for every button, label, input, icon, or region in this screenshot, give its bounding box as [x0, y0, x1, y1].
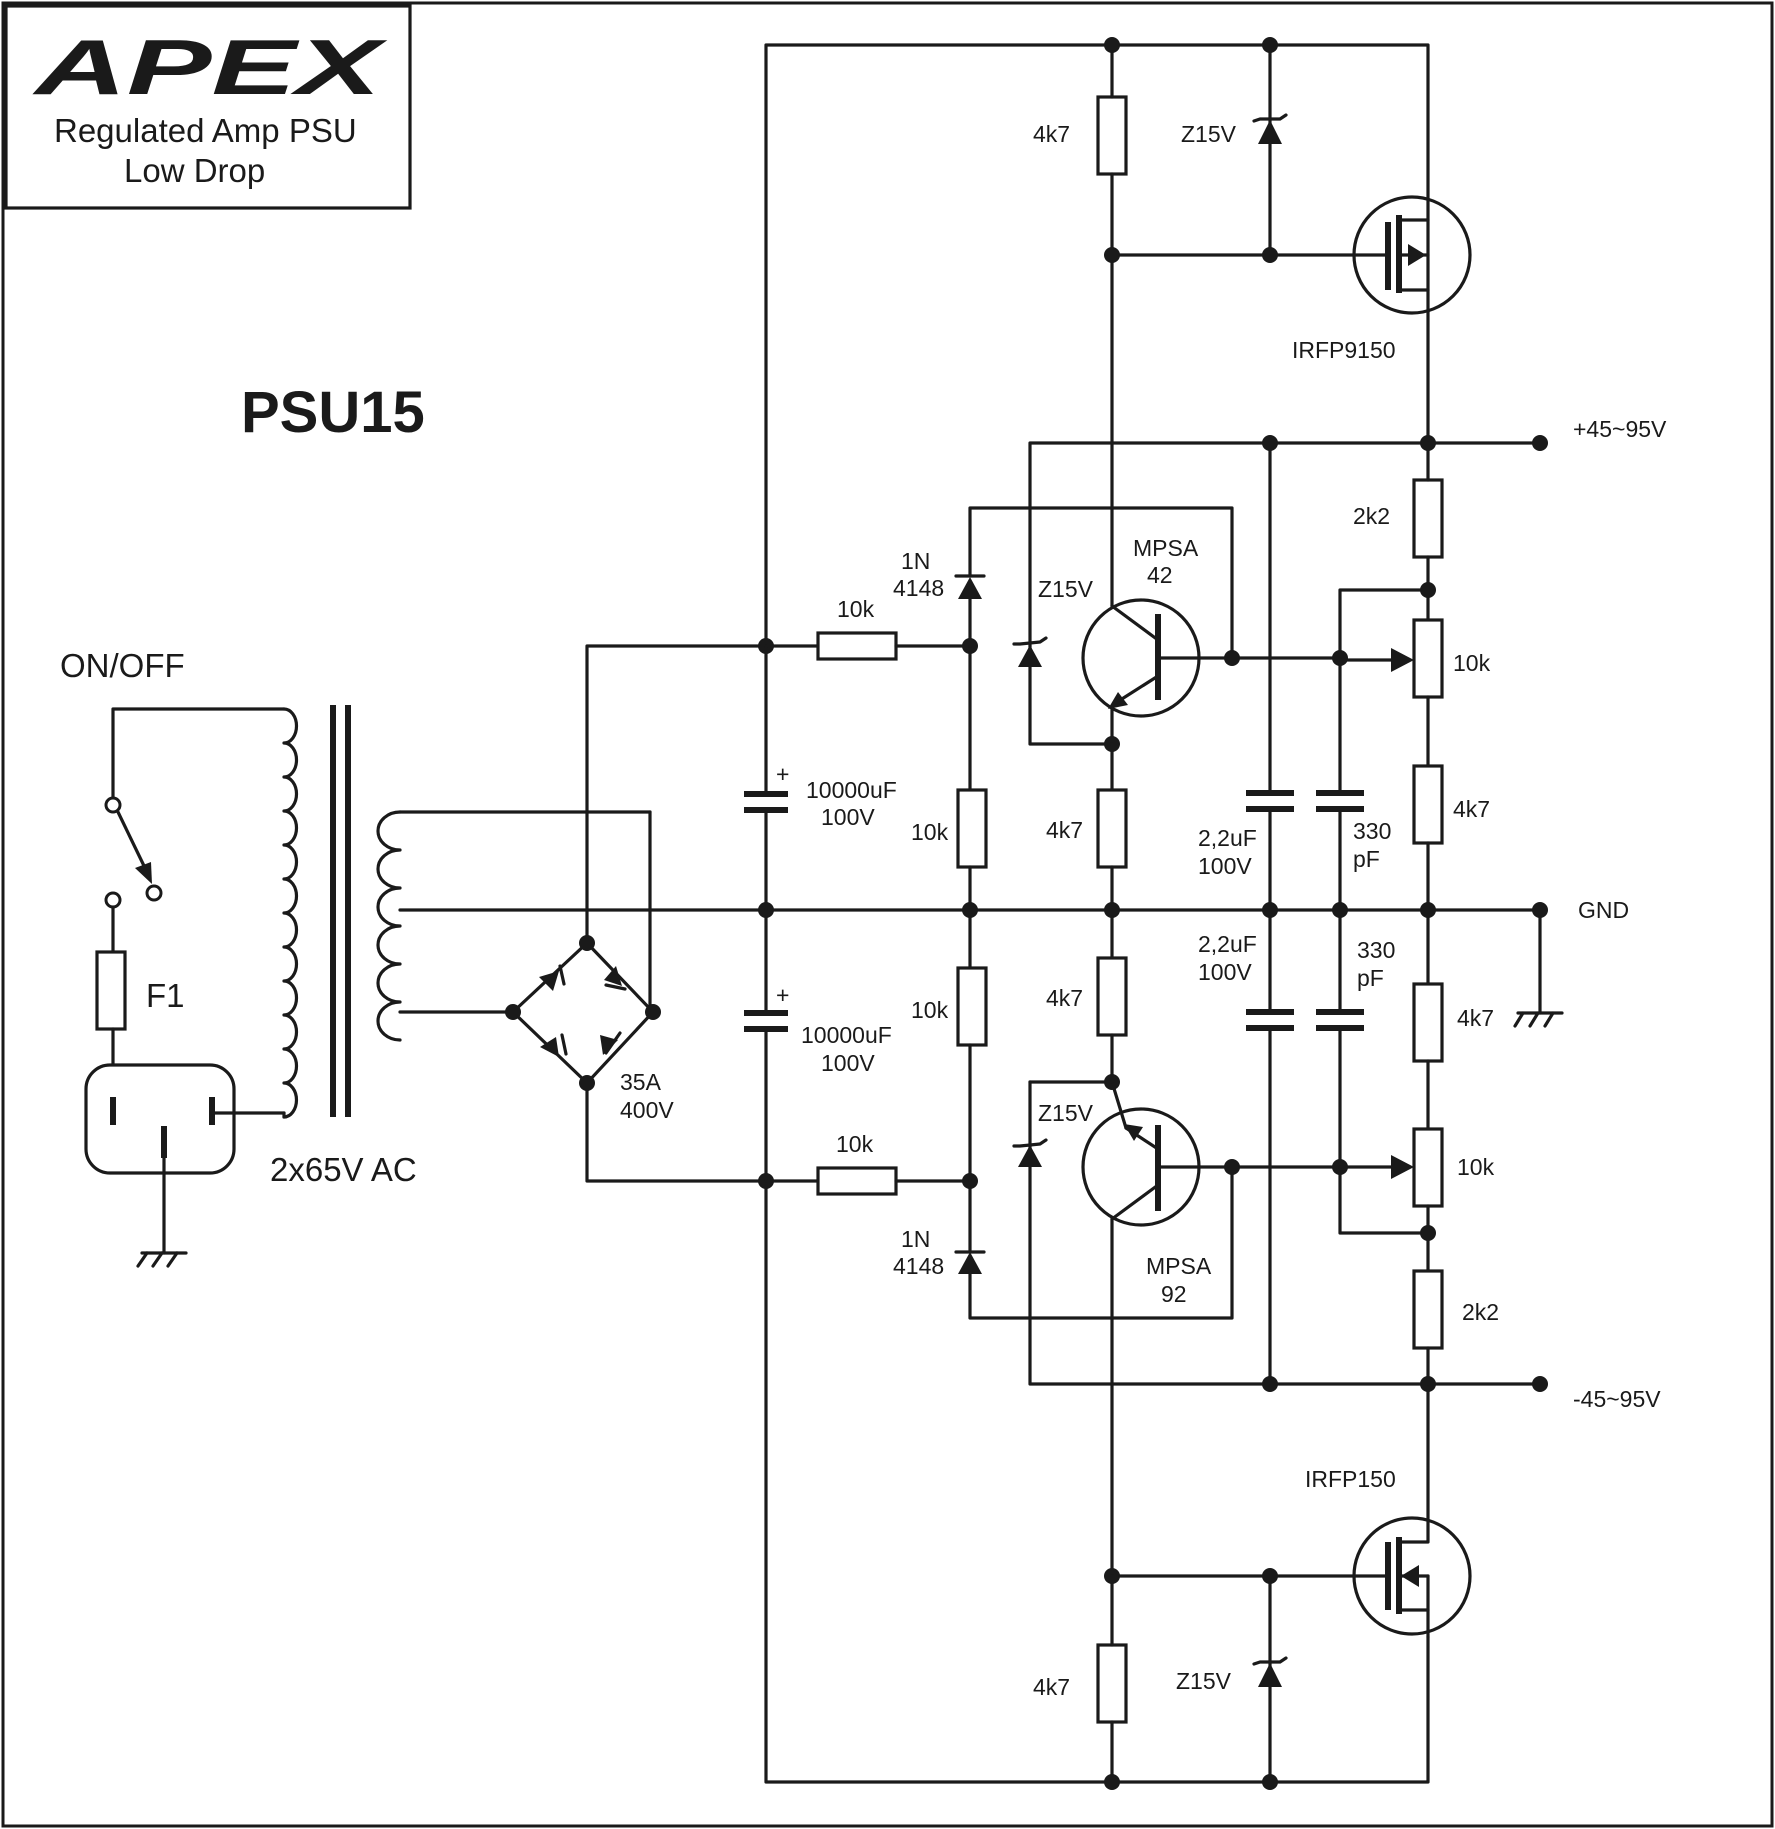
power-switch: [104, 707, 286, 909]
output-gnd-label: GND: [1578, 897, 1629, 923]
label-cap-film-bot-2: 100V: [1198, 959, 1252, 985]
label-r-emit-top: 4k7: [1046, 817, 1083, 843]
output-positive-label: +45~95V: [1573, 416, 1667, 442]
label-pot-top: 10k: [1453, 650, 1491, 676]
label-zener-q-top: Z15V: [1038, 576, 1094, 602]
fuse-f1: [95, 950, 127, 1031]
fuse-label: F1: [146, 977, 185, 1014]
svg-text:APEX: APEX: [32, 23, 388, 111]
bridge-current-label: 35A: [620, 1069, 662, 1095]
diode-1n4148-top: [954, 574, 986, 599]
resistor-4k7-bot-emitter: [1096, 956, 1128, 1037]
main-cap-positive: [744, 644, 788, 912]
main-cap-negative-voltage: 100V: [821, 1050, 875, 1076]
title-line1: Regulated Amp PSU: [54, 112, 357, 149]
resistor-10k-bot-series: [816, 1166, 898, 1196]
label-cap-film-bot-1: 2,2uF: [1198, 931, 1257, 957]
transformer: [282, 705, 1542, 1119]
label-r-4k7-bot: 4k7: [1457, 1005, 1494, 1031]
main-rails: [758, 43, 1430, 1784]
label-r-bot-div: 10k: [911, 997, 949, 1023]
pot-10k-top: [1412, 618, 1444, 699]
label-r-gate-bot: 4k7: [1033, 1674, 1070, 1700]
negative-regulator: [764, 908, 1548, 1790]
label-diode-bot-2: 4148: [893, 1253, 944, 1279]
label-q-bot-2: 92: [1161, 1281, 1187, 1307]
label-zener-gate-bot: Z15V: [1176, 1668, 1232, 1694]
label-diode-top-2: 4148: [893, 575, 944, 601]
main-cap-negative-plus: +: [776, 982, 789, 1008]
resistor-10k-top-divider: [956, 788, 988, 869]
apex-logo: APEX: [32, 23, 388, 111]
title-line2: Low Drop: [124, 152, 265, 189]
resistor-2k2-bot: [1412, 1269, 1444, 1350]
label-q-top-2: 42: [1147, 562, 1173, 588]
zener-z15v-q-bot: [1012, 1138, 1048, 1167]
pot-10k-bot: [1412, 1127, 1444, 1208]
switch-label: ON/OFF: [60, 647, 185, 684]
label-cap-film-top-2: 100V: [1198, 853, 1252, 879]
label-zener-q-bot: Z15V: [1038, 1100, 1094, 1126]
mosfet-irfp9150: [1352, 195, 1472, 315]
label-r-emit-bot: 4k7: [1046, 985, 1083, 1011]
label-r-bot-series: 10k: [836, 1131, 874, 1157]
resistor-4k7-gate-bot: [1096, 1643, 1128, 1724]
main-cap-positive-value: 10000uF: [806, 777, 897, 803]
label-r-4k7-top: 4k7: [1453, 796, 1490, 822]
model-label: PSU15: [241, 380, 425, 445]
bridge-rectifier: [505, 644, 768, 1183]
resistor-4k7-bot-divider: [1412, 982, 1444, 1063]
label-mosfet-top: IRFP9150: [1292, 337, 1396, 363]
transformer-label: 2x65V AC: [270, 1151, 417, 1188]
label-r-2k2-top: 2k2: [1353, 503, 1390, 529]
label-cap-small-bot-2: pF: [1357, 965, 1384, 991]
positive-regulator: [764, 37, 1548, 918]
ground-symbol-output: [1513, 908, 1564, 1028]
resistor-10k-top-series: [816, 631, 898, 661]
diode-1n4148-bot: [954, 1250, 986, 1274]
ac-input: F1 ON/OFF 2x65V AC: [60, 644, 1542, 1268]
resistor-4k7-top-emitter: [1096, 788, 1128, 869]
main-cap-negative-value: 10000uF: [801, 1022, 892, 1048]
label-diode-bot-1: 1N: [901, 1226, 930, 1252]
mosfet-irfp150: [1352, 1516, 1472, 1639]
resistor-4k7-top-divider: [1412, 764, 1444, 845]
bridge-voltage-label: 400V: [620, 1097, 674, 1123]
iec-inlet-socket: [84, 1063, 286, 1255]
label-zener-gate-top: Z15V: [1181, 121, 1237, 147]
label-q-top-1: MPSA: [1133, 535, 1199, 561]
main-cap-positive-voltage: 100V: [821, 804, 875, 830]
transistor-mpsa42: [1081, 441, 1234, 746]
ground-symbol-mains: [136, 1251, 188, 1268]
title-block: APEX Regulated Amp PSU Low Drop: [4, 4, 412, 210]
label-cap-film-top-1: 2,2uF: [1198, 825, 1257, 851]
label-r-2k2-bot: 2k2: [1462, 1299, 1499, 1325]
transistor-mpsa92: [1081, 1080, 1234, 1570]
label-r-top-series: 10k: [837, 596, 875, 622]
label-pot-bot: 10k: [1457, 1154, 1495, 1180]
main-cap-negative: [744, 908, 788, 1183]
label-mosfet-bot: IRFP150: [1305, 1466, 1396, 1492]
zener-z15v-gate-top: [1252, 113, 1288, 144]
zener-z15v-q-top: [1012, 636, 1048, 667]
label-q-bot-1: MPSA: [1146, 1253, 1212, 1279]
label-diode-top-1: 1N: [901, 548, 930, 574]
resistor-10k-bot-divider: [956, 966, 988, 1047]
resistor-2k2-top: [1412, 478, 1444, 559]
label-r-top-div: 10k: [911, 819, 949, 845]
output-negative-label: -45~95V: [1573, 1386, 1661, 1412]
label-cap-small-top-1: 330: [1353, 818, 1391, 844]
label-cap-small-top-2: pF: [1353, 846, 1380, 872]
resistor-4k7-gate-top: [1096, 95, 1128, 176]
label-cap-small-bot-1: 330: [1357, 937, 1395, 963]
main-cap-positive-plus: +: [776, 761, 789, 787]
zener-z15v-gate-bot: [1252, 1656, 1288, 1687]
label-r-gate-top: 4k7: [1033, 121, 1070, 147]
